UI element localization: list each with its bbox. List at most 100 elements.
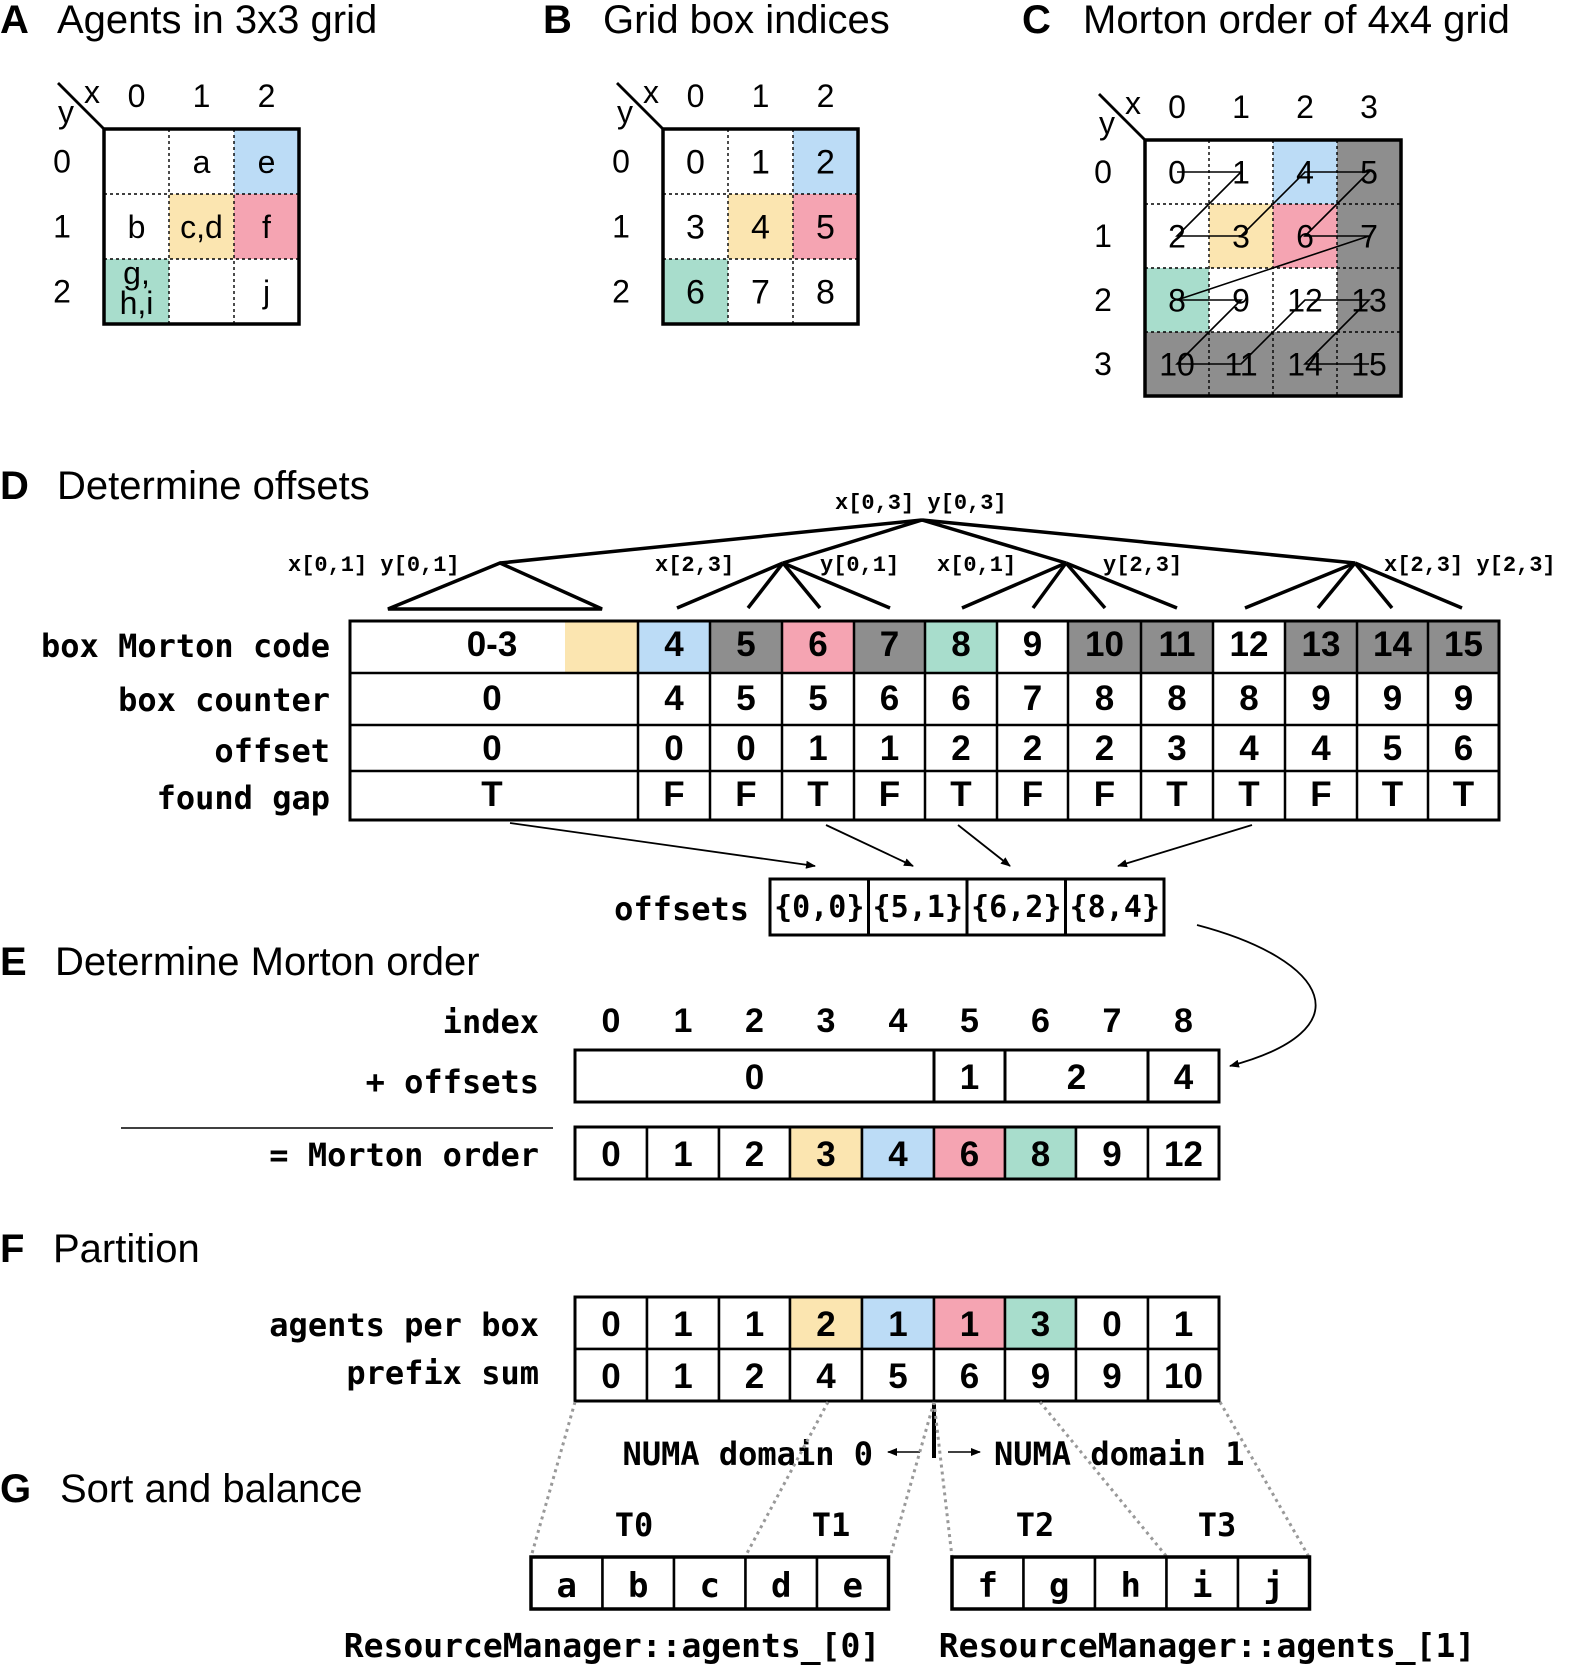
column-index: 0	[687, 78, 705, 114]
table-cell-counter: 9	[1383, 679, 1402, 718]
table-cell-counter: 9	[1311, 679, 1330, 718]
prefix-sum-value: 9	[1102, 1357, 1121, 1396]
tree-node1-label: x[0,1] y[0,1]	[288, 553, 460, 578]
panel-g-title: Sort and balance	[60, 1467, 362, 1511]
agents-per-box-value: 1	[1174, 1305, 1193, 1344]
prefix-sum-value: 1	[673, 1357, 692, 1396]
thread-t3: T3	[1198, 1506, 1237, 1544]
morton-order-value: 1	[673, 1135, 692, 1174]
column-index: 2	[258, 78, 276, 114]
panel-a-title: Agents in 3x3 grid	[57, 0, 377, 42]
y-axis-label: y	[617, 94, 633, 130]
agents-per-box-value: 0	[601, 1305, 620, 1344]
morton-order-border	[573, 1125, 1221, 1181]
morton-curve	[1175, 171, 1371, 365]
table-cell-counter: 7	[1023, 679, 1042, 718]
table-cell-offset: 4	[1239, 729, 1259, 768]
index-value: 6	[1031, 1002, 1050, 1040]
agent-slot-domain0: e	[843, 1566, 863, 1606]
grid-cell-label: 2	[816, 144, 835, 182]
grid-cell-label: f	[262, 209, 271, 245]
agent-slot-domain1-border	[950, 1555, 1312, 1611]
grid-cell-label: 0	[686, 144, 705, 182]
agent-slot-domain1: f	[978, 1566, 998, 1606]
table-cell-offset: 6	[1454, 729, 1473, 768]
morton-order-value-cell	[1003, 1125, 1078, 1181]
offsets-table: 0-300T440F550F651T761F862T972F1082F1183T…	[348, 619, 1501, 822]
morton-code-cell	[997, 621, 1068, 673]
agent-slot-domain0-border	[529, 1555, 891, 1611]
morton-order-value: 12	[1164, 1135, 1203, 1174]
offset-segment-value: 2	[1067, 1058, 1086, 1097]
panel-d-title: Determine offsets	[57, 464, 370, 508]
tree-node2-y-label: y[0,1]	[820, 553, 899, 578]
table-cell-gap: F	[1022, 775, 1043, 814]
grid-cell-bg	[169, 259, 234, 324]
morton-order-value: 0	[601, 1135, 620, 1174]
agent-slot-domain1: i	[1192, 1566, 1212, 1606]
tree-node3-x-label: x[0,1]	[937, 553, 1016, 578]
row-index: 0	[612, 144, 630, 180]
offset-segment	[1146, 1048, 1221, 1104]
morton-code-cell	[1141, 621, 1213, 673]
table-cell-code: 6	[808, 625, 827, 664]
agent-slot-domain0: a	[557, 1566, 577, 1606]
grid-cell-bg	[169, 129, 234, 194]
prefix-sum-value-cell	[645, 1347, 721, 1403]
morton-code-cell	[710, 621, 782, 673]
prefix-sum-value: 2	[745, 1357, 764, 1396]
agents-per-box-label: agents per box	[269, 1306, 539, 1344]
row-index: 2	[612, 274, 630, 310]
row-index: 0	[1094, 154, 1112, 190]
table-cell-code: 4	[664, 625, 684, 664]
morton-order-value: 3	[816, 1135, 835, 1174]
table-cell-code: 11	[1159, 625, 1196, 664]
grid-cell-label: a	[193, 144, 211, 180]
grid-cell-bg	[728, 194, 793, 259]
agents-per-box-value: 3	[1031, 1305, 1050, 1344]
prefix-sum-value-cell	[717, 1347, 792, 1403]
grid-cell-label: j	[262, 274, 270, 310]
table-cell-code: 13	[1302, 625, 1341, 664]
table-cell-offset: 3	[1167, 729, 1186, 768]
agent-slot-domain0: b	[628, 1566, 648, 1606]
morton-code-cell	[854, 621, 925, 673]
morton-code-cell	[1068, 621, 1141, 673]
offset-pair: {6,2}	[971, 890, 1061, 925]
partition-border	[573, 1295, 1221, 1403]
grid-cell-label: h,i	[120, 285, 154, 321]
grid-cell-bg	[169, 194, 234, 259]
table-cell-gap: T	[1382, 775, 1403, 814]
grid-cell-label: 1	[751, 144, 770, 182]
table-cell-code: 7	[880, 625, 899, 664]
row-index: 0	[53, 144, 71, 180]
panel-g-letter: G	[0, 1467, 31, 1511]
axis-corner-line	[1098, 93, 1146, 141]
morton-order-value-cell	[717, 1125, 792, 1181]
row-index: 2	[53, 274, 71, 310]
thread-t1: T1	[812, 1506, 851, 1544]
offset-pair-cell	[965, 877, 1067, 937]
table-cell-counter: 8	[1095, 679, 1114, 718]
agents-per-box-value: 1	[888, 1305, 907, 1344]
table-cell-offset: 5	[1383, 729, 1402, 768]
panel-f-letter: F	[0, 1227, 24, 1271]
panel-c-title: Morton order of 4x4 grid	[1083, 0, 1510, 42]
table-cell-offset: 2	[1095, 729, 1114, 768]
table-cell-counter: 5	[736, 679, 755, 718]
table-cell-counter: 0	[482, 679, 501, 718]
offset-pair: {5,1}	[873, 890, 963, 925]
offset-segment-value: 4	[1174, 1058, 1194, 1097]
offset-pair: {8,4}	[1070, 890, 1160, 925]
column-index: 2	[817, 78, 835, 114]
morton-order-value: 2	[745, 1135, 764, 1174]
row-index: 2	[1094, 282, 1112, 318]
thread-t0: T0	[615, 1506, 654, 1544]
index-value: 1	[674, 1002, 693, 1040]
grid-border	[1143, 138, 1403, 398]
agent-slot-domain0: d	[771, 1566, 791, 1606]
x-axis-label: x	[643, 74, 659, 110]
offset-pair-cell	[768, 877, 870, 937]
